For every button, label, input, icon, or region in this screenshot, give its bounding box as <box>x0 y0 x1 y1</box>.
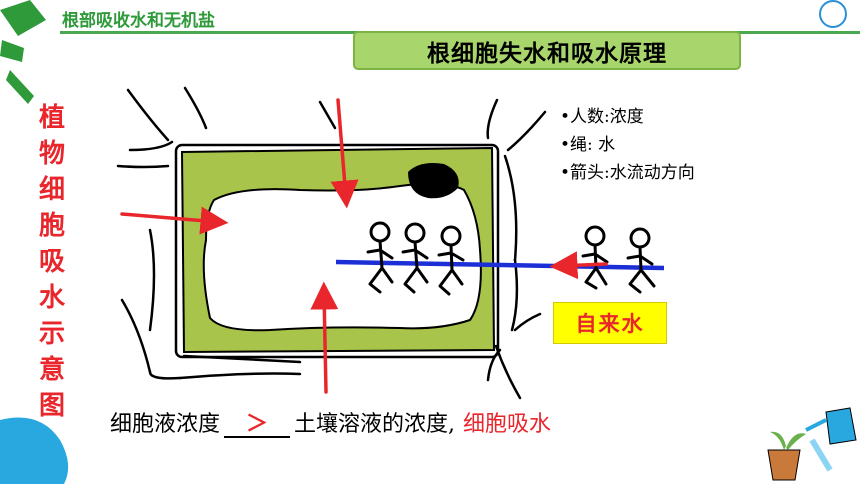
leaf-decoration-top <box>0 0 46 36</box>
header-title: 根部吸收水和无机盐 <box>62 11 215 31</box>
watering-can-icon <box>805 407 857 472</box>
plant-pot-icon <box>767 431 806 481</box>
stick-figures-outside <box>581 225 656 294</box>
vacuole <box>202 182 482 332</box>
tap-water-label: 自来水 <box>553 302 667 344</box>
nucleus <box>408 163 459 199</box>
stick-figures-inside <box>366 221 465 296</box>
stick-figure <box>581 225 609 290</box>
diagram-title: 根细胞失水和吸水原理 <box>353 31 741 70</box>
legend-item: •绳: 水 <box>560 135 616 155</box>
answer-blank: ＞ <box>224 412 291 438</box>
vertical-label: 植 物 细 胞 吸 水 示 意 图 <box>34 100 70 424</box>
conclusion-prefix: 细胞液浓度 <box>110 412 221 437</box>
legend: •人数:浓度 •绳: 水 •箭头:水流动方向 <box>560 103 695 187</box>
conclusion-result: 细胞吸水 <box>463 412 552 437</box>
vertical-label-char: 植 <box>38 103 65 133</box>
vertical-label-char: 吸 <box>38 247 65 277</box>
conclusion-suffix: 土壤溶液的浓度, <box>294 412 456 437</box>
arrow-left <box>549 251 608 280</box>
vertical-label-char: 胞 <box>38 211 65 241</box>
leaf-decoration-mid <box>0 40 24 62</box>
leaf-decoration-low <box>6 70 34 104</box>
vertical-label-char: 意 <box>38 355 65 385</box>
vertical-label-char: 细 <box>38 175 65 205</box>
rope-line <box>335 259 665 271</box>
neighbor-cell-walls <box>116 86 547 400</box>
stick-figure <box>401 222 429 294</box>
circle-decoration <box>819 0 847 28</box>
arrow-right <box>120 206 229 235</box>
legend-item: •箭头:水流动方向 <box>560 163 695 183</box>
vertical-label-char: 示 <box>38 319 65 349</box>
arrow-up <box>310 281 339 394</box>
vertical-label-char: 水 <box>38 283 65 313</box>
legend-item: •人数:浓度 <box>560 107 644 127</box>
blue-blob-decoration <box>0 417 69 484</box>
arrow-down <box>330 98 359 209</box>
water-flow-arrows <box>120 98 608 394</box>
stick-figure <box>437 225 465 296</box>
cell-wall <box>174 143 500 359</box>
conclusion-sentence: 细胞液浓度 ＞ 土壤溶液的浓度, 细胞吸水 <box>110 406 551 438</box>
stick-figure <box>366 221 394 294</box>
vertical-label-char: 图 <box>38 391 65 421</box>
vertical-label-char: 物 <box>38 139 65 169</box>
stick-figure <box>626 227 656 294</box>
